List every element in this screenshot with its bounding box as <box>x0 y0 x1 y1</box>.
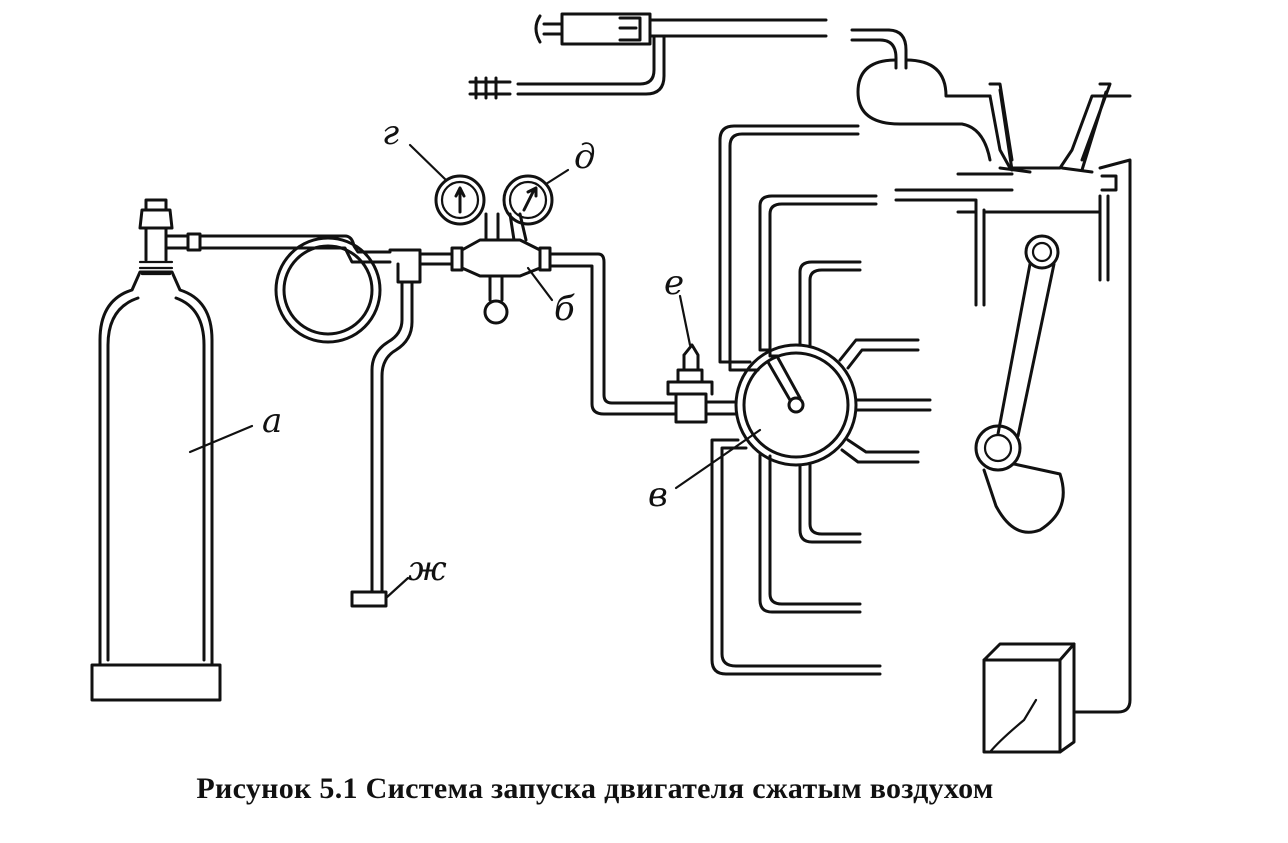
label-zh: ж <box>408 549 447 589</box>
drain-line <box>350 248 454 608</box>
main-line <box>548 252 738 424</box>
label-b: б <box>554 289 575 329</box>
supply-pipe-coil <box>186 232 392 344</box>
air-cylinder <box>90 198 222 702</box>
label-g: г <box>382 113 399 153</box>
distribution-pipes <box>710 124 932 676</box>
label-v: в <box>648 475 668 515</box>
label-a-leader <box>188 424 254 454</box>
diagram-labels: а г д б е в ж <box>188 113 684 589</box>
control-box <box>982 642 1076 754</box>
air-distributor <box>674 343 858 490</box>
figure-caption: Рисунок 5.1 Система запуска двигателя сж… <box>196 772 994 805</box>
hand-pump <box>468 12 828 100</box>
label-e: е <box>664 263 684 303</box>
reducer-block <box>408 143 570 325</box>
engine-cylinder <box>850 28 1132 714</box>
label-a: а <box>262 401 282 441</box>
label-d: д <box>574 137 596 177</box>
